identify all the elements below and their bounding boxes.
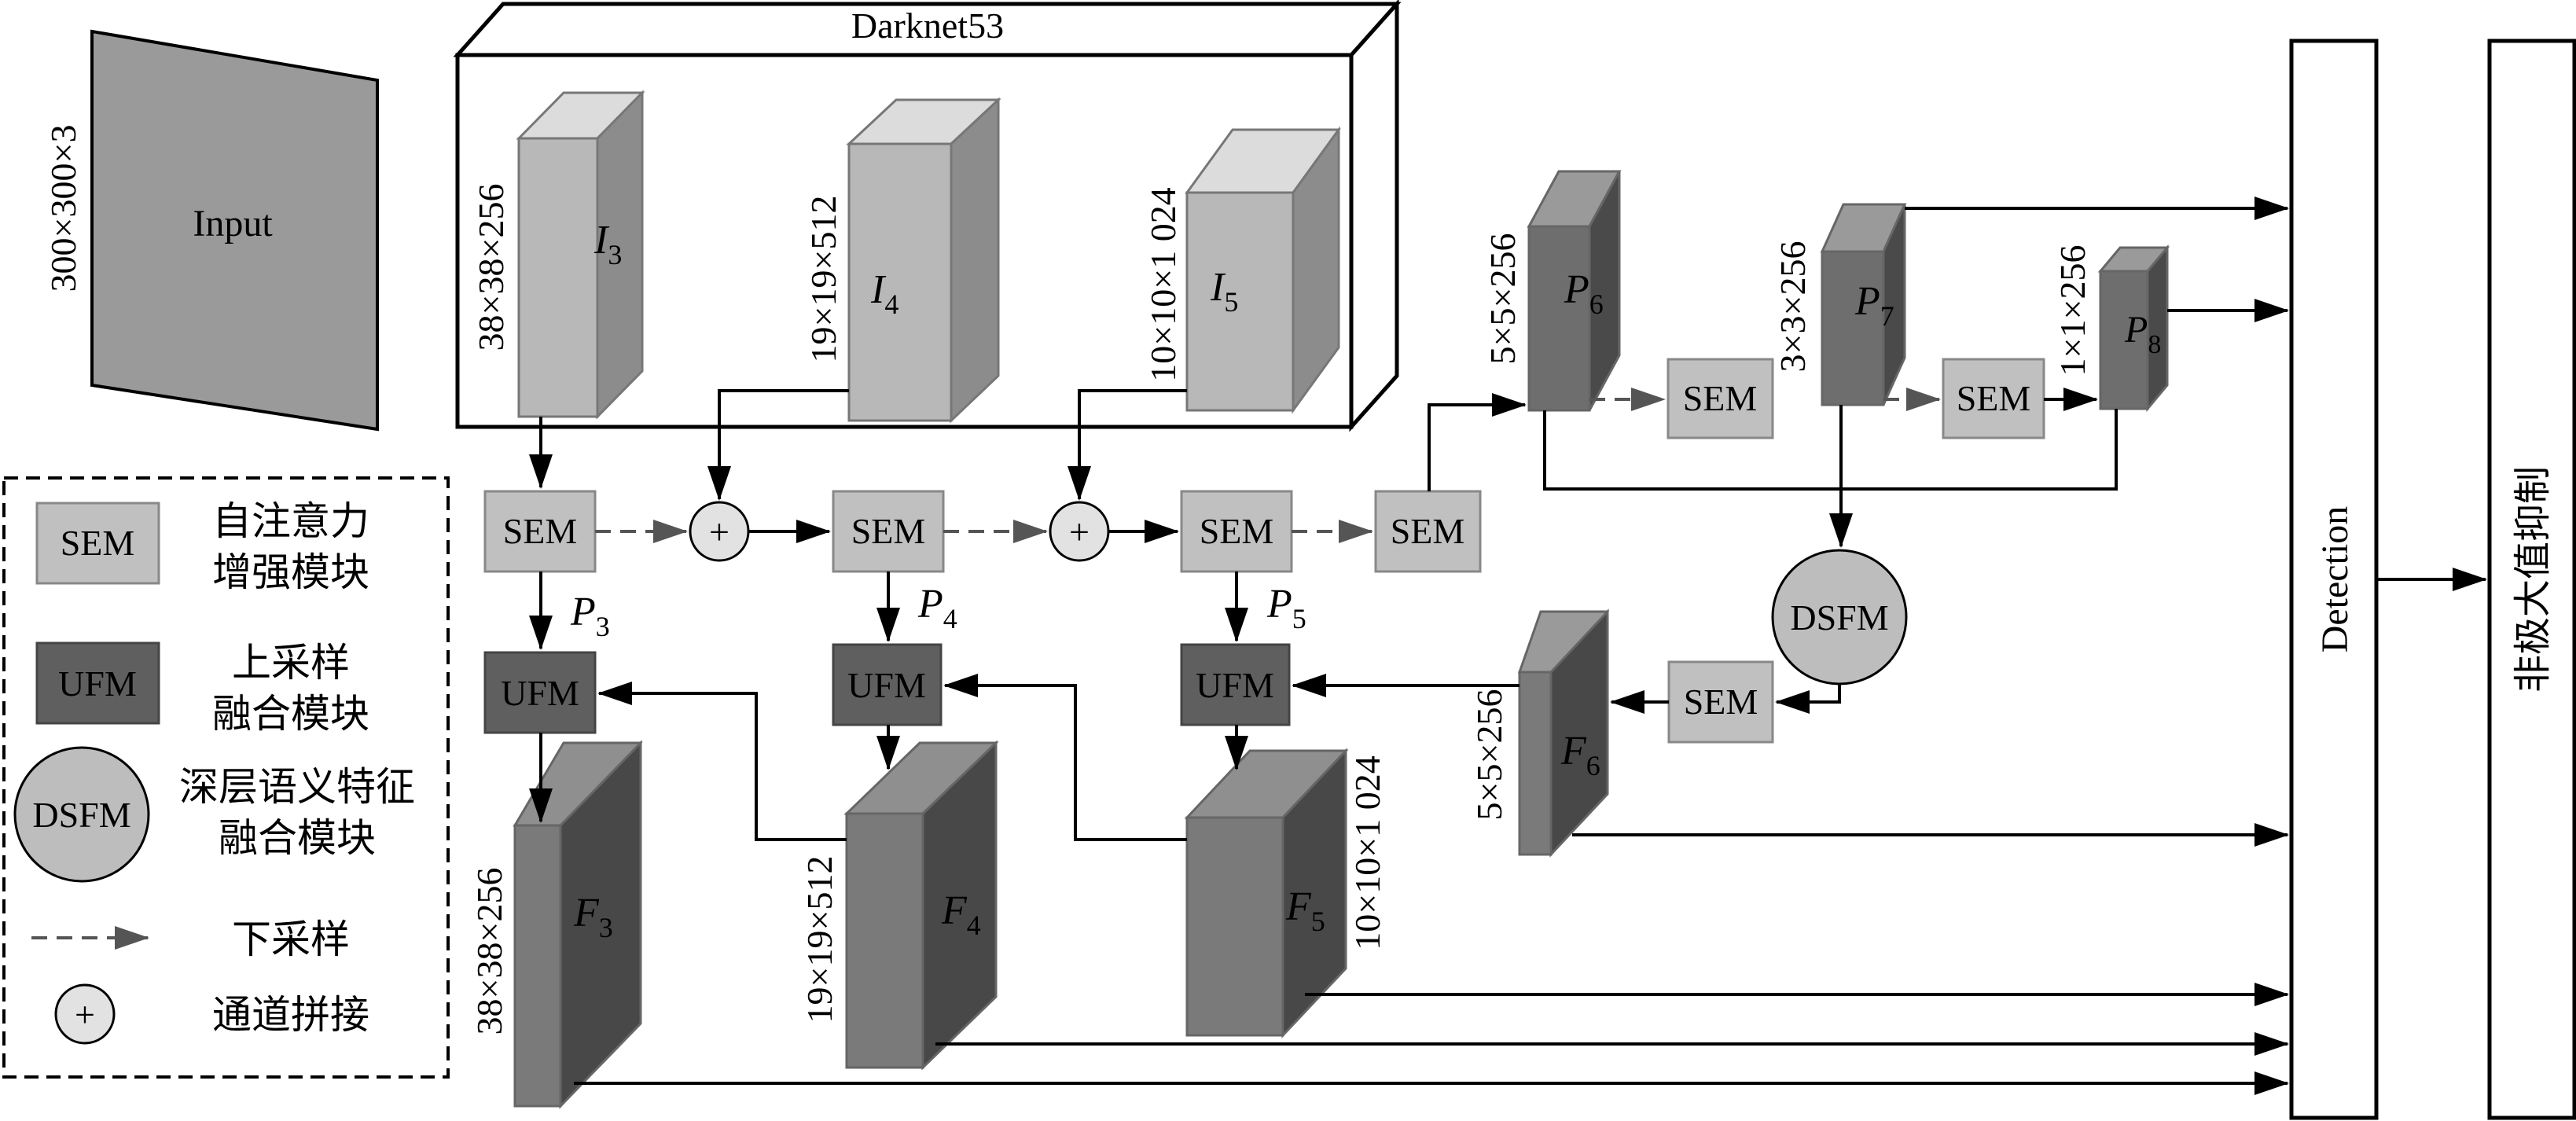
feature-I5: I5 10×10×1 024 — [1143, 126, 1341, 414]
feature-I4: I4 19×19×512 — [803, 97, 1001, 424]
legend-sem: SEM 自注意力 增强模块 — [35, 498, 369, 595]
input-size: 300×300×3 — [43, 125, 83, 292]
feature-I5-dims: 10×10×1 024 — [1143, 187, 1183, 381]
svg-text:通道拼接: 通道拼接 — [212, 992, 369, 1038]
svg-text:+: + — [1069, 512, 1090, 552]
svg-text:SEM: SEM — [1957, 378, 2031, 418]
feature-I3: I3 38×38×256 — [471, 90, 645, 420]
detection-box: Detection — [2289, 39, 2379, 1120]
feature-F3-label: F3 — [573, 891, 613, 943]
svg-text:DSFM: DSFM — [1790, 597, 1888, 638]
feature-F6: F6 5×5×256 — [1469, 608, 1610, 858]
svg-text:SEM: SEM — [851, 511, 926, 551]
feature-P7-dims: 3×3×256 — [1773, 241, 1813, 373]
legend-ufm: UFM 上采样 融合模块 — [35, 640, 369, 737]
feature-P8-dims: 1×1×256 — [2052, 245, 2093, 377]
feature-I3-label: I3 — [593, 218, 622, 270]
feature-F6-dims: 5×5×256 — [1469, 689, 1509, 821]
svg-text:SEM: SEM — [1683, 378, 1758, 418]
sem-3: SEM — [1180, 490, 1293, 573]
feature-F5-label: F5 — [1285, 884, 1325, 937]
ufm-3: UFM — [1180, 643, 1291, 726]
feature-F5: F5 10×10×1 024 — [1184, 748, 1387, 1038]
dsfm-module: DSFM — [1771, 549, 1908, 685]
legend: SEM 自注意力 增强模块 UFM 上采样 融合模块 DSFM 深层语义特征 融… — [2, 476, 450, 1079]
label-P5: P5 — [1266, 582, 1306, 634]
svg-text:+: + — [709, 512, 729, 552]
legend-dsfm: DSFM 深层语义特征 融合模块 — [13, 746, 415, 883]
concat-2: + — [1049, 501, 1110, 562]
svg-text:UFM: UFM — [501, 673, 579, 713]
svg-text:增强模块: 增强模块 — [212, 549, 369, 595]
feature-F4-label: F4 — [941, 888, 981, 941]
ufm-1: UFM — [483, 651, 597, 734]
sem-2: SEM — [832, 490, 945, 573]
feature-F3-dims: 38×38×256 — [469, 868, 509, 1035]
connections — [529, 197, 2487, 1095]
label-P4: P4 — [917, 582, 957, 634]
feature-F5-dims: 10×10×1 024 — [1347, 755, 1387, 950]
ufm-2: UFM — [832, 643, 943, 726]
sem-1: SEM — [483, 490, 597, 573]
feature-F4: F4 19×19×512 — [799, 740, 999, 1071]
feature-P8: P8 1×1×256 — [2052, 244, 2170, 413]
sem-7: SEM — [1667, 660, 1774, 744]
svg-text:SEM: SEM — [61, 523, 135, 563]
downsample-arrows — [595, 388, 2098, 543]
nms-box: 非极大值抑制 — [2487, 39, 2576, 1120]
feature-F4-dims: 19×19×512 — [799, 856, 840, 1024]
svg-text:SEM: SEM — [1391, 511, 1465, 551]
feature-P7: P7 3×3×256 — [1773, 203, 1907, 406]
feature-I3-dims: 38×38×256 — [471, 184, 511, 351]
feature-F6-label: F6 — [1560, 729, 1600, 781]
feature-I5-label: I5 — [1210, 265, 1238, 318]
svg-text:融合模块: 融合模块 — [219, 815, 376, 861]
svg-text:SEM: SEM — [503, 511, 578, 551]
input-label: Input — [193, 203, 273, 244]
feature-I4-dims: 19×19×512 — [803, 196, 843, 363]
input-block: Input 300×300×3 — [43, 29, 379, 432]
svg-text:UFM: UFM — [1196, 665, 1274, 705]
svg-text:DSFM: DSFM — [32, 795, 130, 835]
svg-text:上采样: 上采样 — [232, 640, 350, 685]
concat-1: + — [689, 501, 750, 562]
svg-text:Detection: Detection — [2314, 506, 2356, 653]
svg-text:SEM: SEM — [1200, 511, 1274, 551]
svg-text:SEM: SEM — [1684, 682, 1758, 722]
svg-text:UFM: UFM — [847, 665, 926, 705]
svg-text:下采样: 下采样 — [232, 917, 350, 962]
svg-text:UFM: UFM — [58, 663, 137, 704]
feature-F3: F3 38×38×256 — [469, 740, 643, 1109]
svg-text:融合模块: 融合模块 — [212, 691, 369, 737]
svg-text:自注意力: 自注意力 — [212, 498, 369, 544]
legend-concat: + 通道拼接 — [54, 983, 369, 1045]
svg-text:+: + — [75, 994, 95, 1035]
feature-P8-label: P8 — [2124, 309, 2161, 359]
legend-downsample: 下采样 — [31, 917, 350, 962]
svg-text:深层语义特征: 深层语义特征 — [179, 764, 415, 810]
feature-P6: P6 5×5×256 — [1483, 170, 1622, 412]
feature-P6-label: P6 — [1564, 267, 1604, 320]
feature-P6-dims: 5×5×256 — [1483, 233, 1523, 365]
sem-6: SEM — [1942, 358, 2045, 439]
darknet53-title: Darknet53 — [851, 6, 1004, 46]
label-P3: P3 — [570, 590, 610, 642]
svg-text:非极大值抑制: 非极大值抑制 — [2511, 466, 2555, 693]
feature-I4-label: I4 — [870, 267, 898, 320]
sem-4: SEM — [1374, 490, 1482, 573]
feature-P7-label: P7 — [1854, 279, 1894, 332]
sem-5: SEM — [1666, 358, 1774, 439]
